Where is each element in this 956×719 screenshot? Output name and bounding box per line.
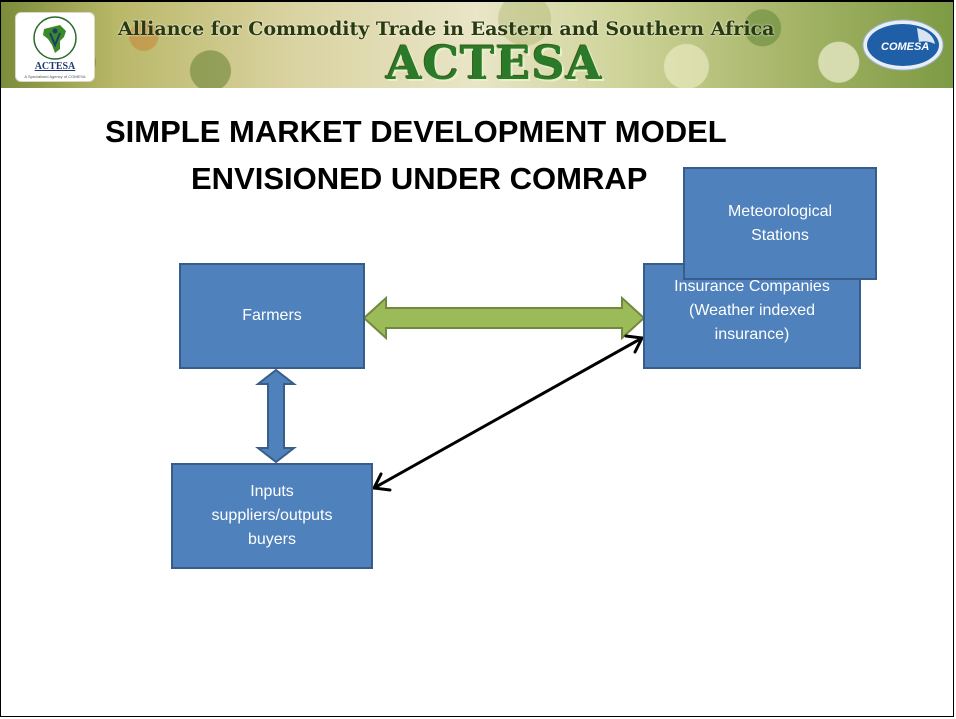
slide-title: SIMPLE MARKET DEVELOPMENT MODEL ENVISION… [105, 108, 805, 202]
node-inputs-label: Inputs suppliers/outputs buyers [211, 483, 333, 548]
banner-title: Alliance for Commodity Trade in Eastern … [118, 18, 775, 40]
africa-map-icon [33, 16, 77, 60]
node-insurance-label: Insurance Companies (Weather indexed ins… [674, 278, 830, 343]
comesa-logo: COMESA [861, 18, 945, 72]
actesa-logo: ACTESA A Specialised Agency of COMESA [15, 12, 95, 82]
node-inputs: Inputs suppliers/outputs buyers [171, 463, 373, 569]
node-meteorological-label: Meteorological Stations [727, 202, 833, 244]
slide-title-line1: SIMPLE MARKET DEVELOPMENT MODEL [105, 114, 727, 149]
header-banner: ACTESA A Specialised Agency of COMESA Al… [1, 2, 953, 88]
node-meteorological: Meteorological Stations [683, 167, 877, 280]
banner-brand: ACTESA [386, 36, 603, 88]
node-farmers: Farmers [179, 263, 365, 369]
logo-left-text: ACTESA [34, 61, 76, 72]
logo-right-text: COMESA [881, 41, 929, 53]
node-farmers-label: Farmers [242, 307, 302, 324]
logo-left-subtext: A Specialised Agency of COMESA [24, 74, 86, 79]
slide-title-line2: ENVISIONED UNDER COMRAP [191, 161, 648, 196]
